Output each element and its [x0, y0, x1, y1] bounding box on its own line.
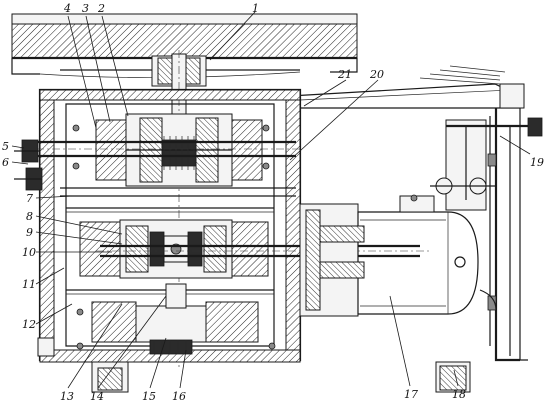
callout-2: 2 [97, 2, 105, 15]
callout-18: 18 [452, 388, 466, 401]
callout-7: 7 [26, 192, 33, 205]
callout-11: 11 [22, 278, 36, 291]
top-right-cover [289, 65, 525, 109]
callout-9: 9 [26, 226, 33, 239]
leader-11 [35, 267, 65, 285]
leader-20 [289, 79, 379, 161]
callout-20: 20 [369, 68, 384, 81]
leader-9 [35, 231, 123, 245]
upper-gear-group [72, 113, 270, 187]
callout-17: 17 [404, 388, 418, 401]
leader-14 [97, 295, 167, 389]
callout-15: 15 [142, 390, 156, 403]
leader-18 [453, 369, 459, 387]
leader-16 [179, 349, 187, 389]
main-housing [37, 88, 302, 393]
callout-12: 12 [22, 318, 36, 331]
leader-6 [11, 161, 29, 165]
callout-14: 14 [90, 390, 104, 403]
callout-21: 21 [337, 68, 352, 81]
callout-4: 4 [63, 2, 71, 15]
right-frame [430, 108, 543, 393]
horizontal-shafts [20, 140, 430, 258]
leader-8 [35, 215, 123, 235]
callout-13: 13 [60, 390, 74, 403]
leader-7 [35, 195, 73, 199]
callout-16: 16 [172, 390, 186, 403]
leader-5 [11, 145, 25, 149]
leader-1 [209, 11, 256, 61]
callout-1: 1 [252, 2, 259, 15]
leader-13 [67, 303, 123, 389]
callout-6: 6 [2, 156, 9, 169]
callout-10: 10 [22, 246, 36, 259]
leader-21 [303, 79, 347, 107]
leader-12 [35, 303, 73, 325]
electric-motor [299, 194, 479, 317]
callout-labels: 1 2 3 4 5 6 7 8 9 10 11 12 13 14 15 16 1… [2, 2, 544, 403]
leader-17 [389, 295, 411, 387]
callout-3: 3 [82, 2, 89, 15]
leader-19 [499, 135, 531, 155]
left-handwheel [14, 139, 43, 191]
callout-5: 5 [2, 140, 9, 153]
callout-8: 8 [26, 210, 33, 223]
leader-3 [85, 15, 111, 123]
leader-2 [101, 15, 129, 117]
callout-19: 19 [530, 156, 544, 169]
middle-gear-group [79, 219, 269, 279]
lower-gear-group [76, 283, 276, 355]
leader-4 [67, 15, 97, 129]
leader-15 [149, 337, 167, 389]
top-table [11, 13, 358, 78]
